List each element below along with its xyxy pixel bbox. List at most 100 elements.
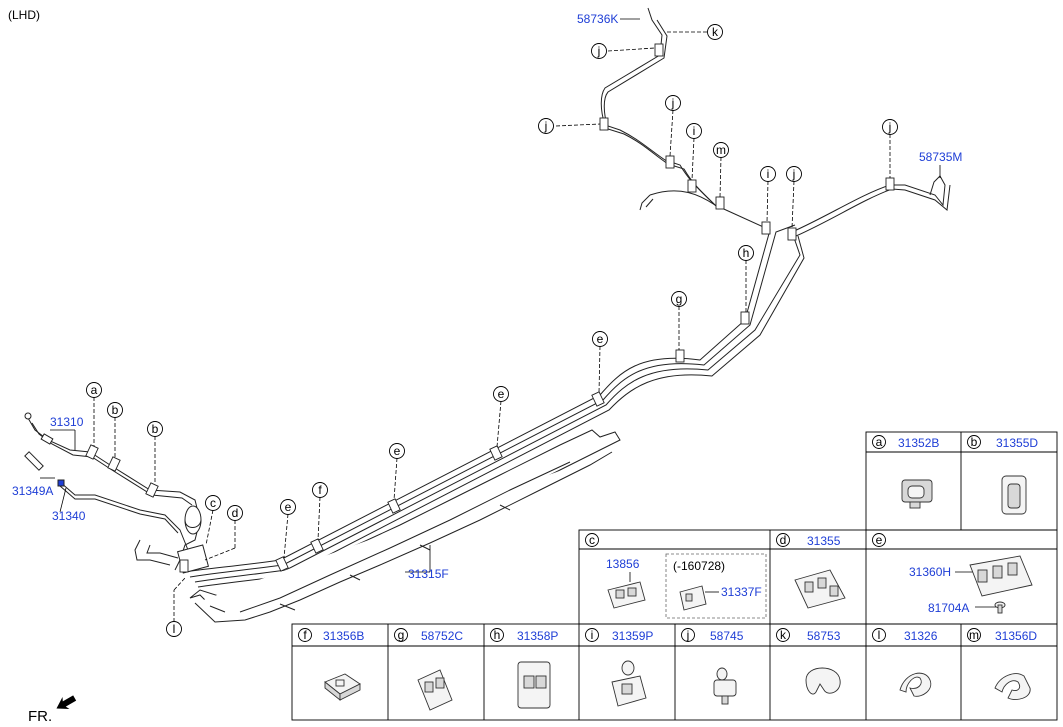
- clip-31356B-icon: [324, 673, 361, 701]
- legend-cell-b: b 31355D: [967, 435, 1038, 515]
- leader-lines: [40, 18, 941, 622]
- legend-cell-e: e 31360H 81704A: [872, 533, 1033, 615]
- bolt-81704A-icon: [994, 601, 1006, 614]
- callout-b: b: [107, 402, 123, 418]
- svg-text:a: a: [876, 435, 883, 449]
- legend-part-31352B: 31352B: [898, 436, 939, 450]
- svg-text:d: d: [780, 533, 787, 547]
- legend-cell-m: m 31356D: [967, 628, 1037, 700]
- heat-shield: [189, 429, 621, 623]
- legend-cell-i: i 31359P: [585, 628, 653, 707]
- callout-j: j: [665, 95, 681, 111]
- legend-part-31360H: 31360H: [909, 565, 951, 579]
- legend-cell-g: g 58752C: [394, 628, 463, 711]
- legend-part-31326: 31326: [904, 629, 938, 643]
- line-clips: [85, 43, 895, 573]
- clip-31337F-icon: [679, 585, 707, 611]
- legend-part-58753: 58753: [807, 629, 841, 643]
- callout-e: e: [389, 443, 405, 459]
- svg-text:j: j: [888, 120, 892, 134]
- legend-part-31358P: 31358P: [517, 629, 558, 643]
- svg-text:e: e: [498, 387, 505, 401]
- svg-text:b: b: [971, 435, 978, 449]
- diagram-callouts: a b b c d e f e e e g h i j m i j j j k …: [86, 24, 898, 637]
- legend-part-31359P: 31359P: [612, 629, 653, 643]
- svg-text:i: i: [767, 167, 770, 181]
- callout-l: l: [166, 621, 182, 637]
- clip-58752C-icon: [417, 669, 453, 711]
- legend-part-58745: 58745: [710, 629, 744, 643]
- legend-cell-a: a 31352B: [872, 435, 939, 509]
- svg-text:h: h: [743, 246, 750, 260]
- svg-text:k: k: [712, 25, 719, 39]
- legend-revision-note: (-160728): [673, 559, 725, 573]
- svg-text:b: b: [112, 403, 119, 417]
- callout-j: j: [786, 166, 802, 182]
- callout-g: g: [671, 291, 687, 307]
- legend-cell-h: h 31358P: [490, 628, 558, 709]
- legend-part-58752C: 58752C: [421, 629, 463, 643]
- callout-a: a: [86, 382, 102, 398]
- svg-text:j: j: [686, 628, 690, 642]
- svg-text:e: e: [285, 500, 292, 514]
- svg-text:l: l: [878, 628, 881, 642]
- svg-text:j: j: [671, 96, 675, 110]
- clip-31352B-icon: [901, 479, 933, 509]
- legend-part-31356D: 31356D: [995, 629, 1037, 643]
- svg-text:e: e: [876, 533, 883, 547]
- svg-text:e: e: [394, 444, 401, 458]
- callout-b: b: [147, 421, 163, 437]
- callout-c: c: [205, 495, 221, 511]
- legend-part-31355: 31355: [807, 534, 841, 548]
- clip-58753-icon: [805, 667, 841, 695]
- front-line-assembly: [24, 412, 210, 574]
- svg-text:b: b: [152, 422, 159, 436]
- svg-text:f: f: [318, 483, 322, 497]
- svg-text:j: j: [792, 167, 796, 181]
- legend-cell-d: d 31355: [776, 533, 846, 609]
- part-31349A: 31349A: [12, 484, 53, 498]
- callout-d: d: [227, 505, 243, 521]
- svg-text:k: k: [780, 628, 787, 642]
- legend-part-31356B: 31356B: [323, 629, 364, 643]
- callout-m: m: [713, 142, 729, 158]
- svg-text:e: e: [597, 332, 604, 346]
- legend-cell-l: l 31326: [872, 628, 938, 697]
- svg-text:m: m: [716, 143, 726, 157]
- legend-cell-k: k 58753: [776, 628, 841, 695]
- svg-text:i: i: [591, 628, 594, 642]
- clip-31355D-icon: [1001, 475, 1027, 515]
- part-31315F: 31315F: [408, 567, 449, 581]
- callout-k: k: [707, 24, 723, 40]
- clip-31360H-icon: [969, 555, 1033, 597]
- callout-f: f: [312, 482, 328, 498]
- fuel-line-bundle: [184, 7, 951, 588]
- legend-part-81704A: 81704A: [928, 601, 969, 615]
- clip-31359P-icon: [611, 660, 647, 707]
- part-58736K: 58736K: [577, 12, 618, 26]
- svg-text:f: f: [303, 628, 307, 642]
- callout-e: e: [280, 499, 296, 515]
- variant-label: (LHD): [8, 8, 40, 22]
- callout-e: e: [493, 386, 509, 402]
- svg-text:i: i: [693, 124, 696, 138]
- clip-31326-icon: [899, 672, 932, 697]
- svg-text:l: l: [173, 622, 176, 636]
- clip-58745-icon: [713, 667, 737, 705]
- legend-table: a 31352B b 31355D c 13856 (-160728): [291, 431, 1058, 721]
- svg-text:j: j: [544, 119, 548, 133]
- legend-cell-c: c 13856 (-160728) 31337F: [585, 533, 767, 619]
- svg-text:m: m: [969, 628, 979, 642]
- svg-text:j: j: [597, 44, 601, 58]
- main-part-labels: 58736K 58735M 31310 31349A 31340 31315F: [12, 12, 962, 581]
- legend-part-13856: 13856: [606, 557, 640, 571]
- legend-part-31355D: 31355D: [996, 436, 1038, 450]
- callout-i: i: [686, 123, 702, 139]
- svg-text:c: c: [589, 533, 595, 547]
- svg-text:h: h: [494, 628, 501, 642]
- clip-13856-icon: [607, 581, 646, 609]
- svg-text:d: d: [232, 506, 239, 520]
- part-58735M: 58735M: [919, 150, 962, 164]
- svg-text:g: g: [398, 628, 405, 642]
